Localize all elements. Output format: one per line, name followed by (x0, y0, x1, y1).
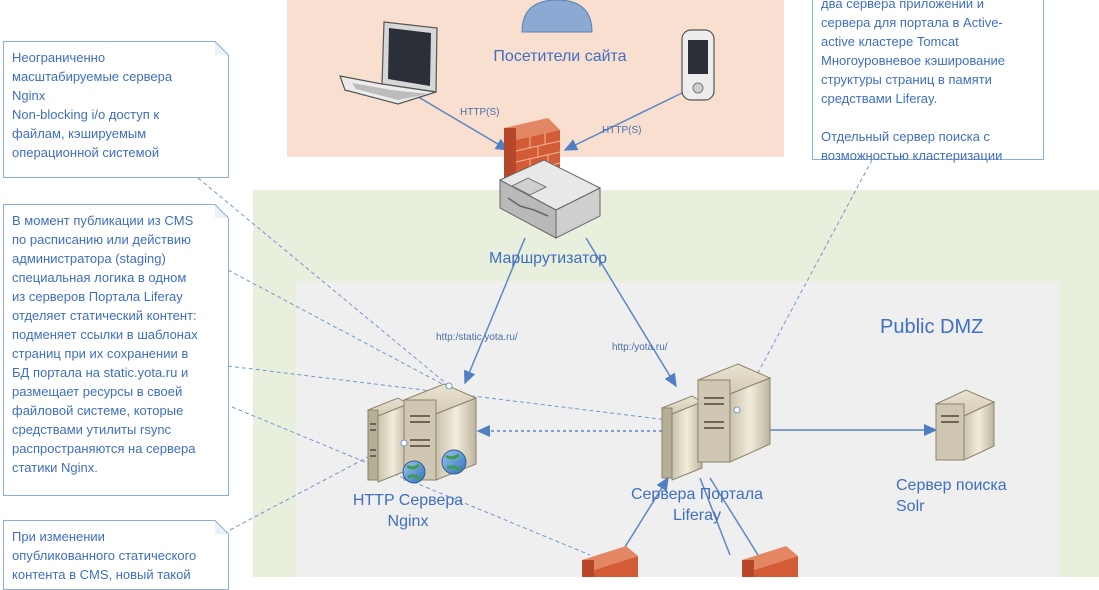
laptop-icon (339, 21, 438, 105)
solr-server-icon (934, 389, 996, 461)
cluster-note-text: два сервера приложений и сервера для порт… (821, 0, 1035, 165)
dmz-label: Public DMZ (880, 316, 984, 338)
liferay-servers-icon (660, 363, 772, 481)
note-line: Non-blocking i/o доступ к (12, 107, 160, 122)
note-line: Неограниченно (12, 50, 106, 65)
liferay-label-line2: Liferay (672, 507, 722, 524)
note-line: Отдельный сервер поиска с (821, 129, 990, 144)
change-note: При изменении опубликованного статическог… (3, 520, 229, 590)
visitors-label: Посетители сайта (493, 48, 627, 65)
note-line: операционной системой (12, 145, 160, 160)
cluster-note: два сервера приложений и сервера для порт… (812, 0, 1044, 163)
note-line: В момент публикации из CMS (12, 213, 194, 228)
note-line: структуры страниц в памяти (821, 72, 992, 87)
phone-edge-label: HTTP(S) (602, 125, 642, 136)
phone-icon (681, 29, 715, 101)
callout-anchors (400, 382, 741, 447)
note-line: active кластере Tomcat (821, 34, 959, 49)
portal-url-label: http:/yota.ru/ (612, 342, 668, 353)
note-line: из серверов Портала Liferay (12, 289, 183, 304)
note-line: специальная логика в одном (12, 270, 187, 285)
note-line: размещает ресурсы в своей (12, 384, 183, 399)
note-line: возможностью кластеризации (821, 148, 1003, 163)
note-line: опубликованного статического (12, 548, 197, 563)
change-note-text: При изменении опубликованного статическог… (12, 527, 220, 584)
liferay-label-line1: Сервера Портала (630, 486, 764, 503)
note-line: сервера для портала в Active- (821, 15, 1003, 30)
nginx-label-line1: HTTP Сервера (352, 492, 464, 509)
note-line: страниц при их сохранении в (12, 346, 189, 361)
note-line: статики Nginx. (12, 460, 98, 475)
callout-lines (197, 159, 873, 556)
connection-arrows (392, 81, 938, 556)
lower-firewall-right-icon (742, 546, 798, 577)
visitors-icon (521, 0, 593, 33)
cms-note-text: В момент публикации из CMS по расписанию … (12, 211, 220, 477)
note-line: При изменении (12, 529, 105, 544)
note-line: Многоуровневое кэширование (821, 53, 1006, 68)
note-line: файловой системе, которые (12, 403, 184, 418)
laptop-edge-label: HTTP(S) (460, 107, 500, 118)
solr-label-line2: Solr (896, 498, 925, 515)
diagram-canvas (197, 0, 996, 577)
solr-label: Сервер поиска Solr (896, 475, 1030, 517)
note-line (821, 108, 1035, 127)
lower-firewall-left-icon (582, 546, 638, 577)
note-line: БД портала на static.yota.ru и (12, 365, 189, 380)
nginx-label: HTTP Сервера Nginx (340, 490, 476, 532)
static-url-label: http:/static.yota.ru/ (436, 332, 518, 343)
router-icon (498, 159, 602, 239)
note-line: средствами утилиты rsync (12, 422, 172, 437)
note-line: файлам, кэшируемым (12, 126, 147, 141)
note-line: средствами Liferay. (821, 91, 938, 106)
note-line: администратора (staging) (12, 251, 166, 266)
note-line: контента в CMS, новый такой (12, 567, 191, 582)
note-line: по расписанию или действию (12, 232, 191, 247)
cms-note: В момент публикации из CMS по расписанию … (3, 204, 229, 496)
nginx-label-line2: Nginx (387, 513, 429, 530)
note-line: отделяет статический контент: (12, 308, 197, 323)
note-line: масштабируемые сервера (12, 69, 173, 84)
note-line: два сервера приложений и (821, 0, 985, 11)
note-line: Nginx (12, 88, 46, 103)
router-label: Маршрутизатор (489, 250, 607, 267)
nginx-servers-icon (366, 383, 478, 484)
solr-label-line1: Сервер поиска (896, 477, 1007, 494)
note-line: подменяет ссылки в шаблонах (12, 327, 198, 342)
note-line: распространяются на сервера (12, 441, 196, 456)
liferay-label: Сервера Портала Liferay (622, 484, 772, 526)
